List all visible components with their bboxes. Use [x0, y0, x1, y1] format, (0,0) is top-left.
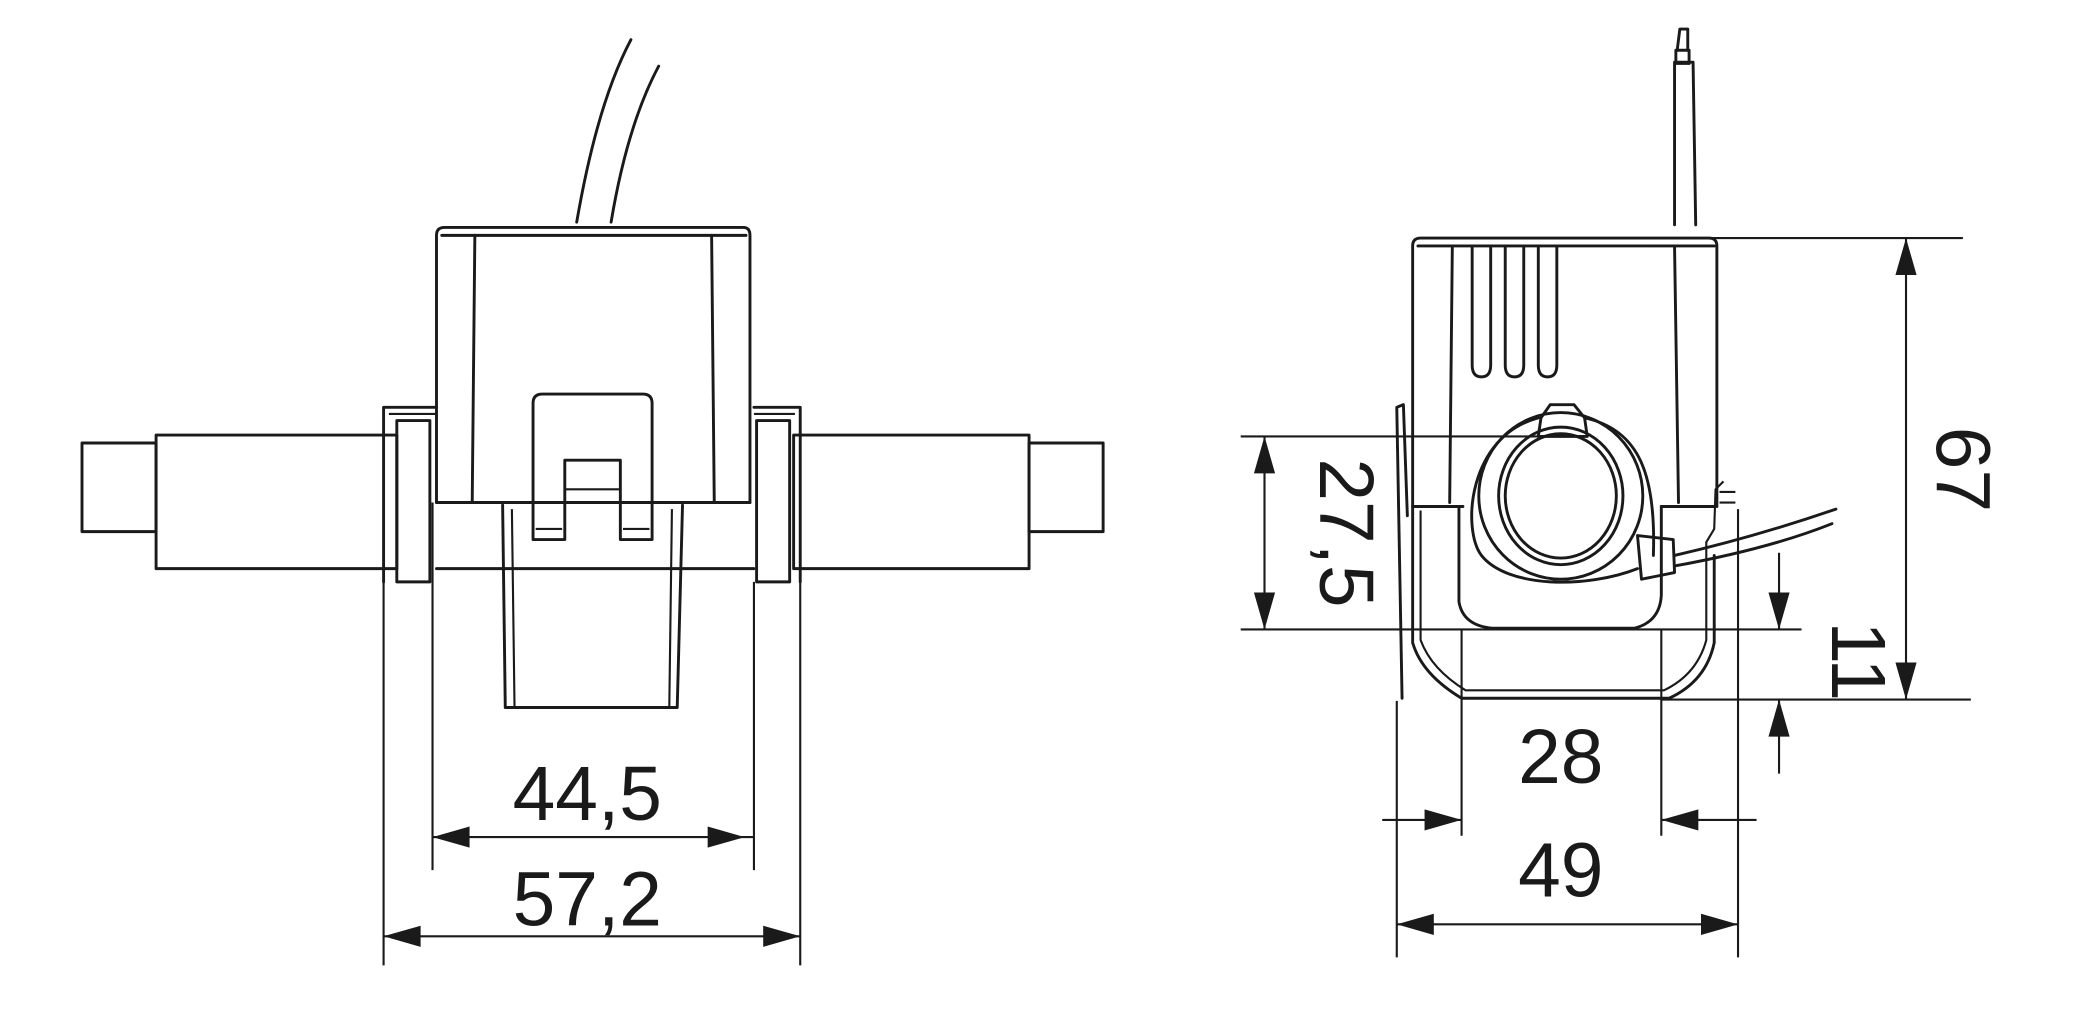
- cable: [575, 38, 661, 224]
- dimension-label-28: 28: [1518, 715, 1603, 800]
- aperture: [1411, 403, 1716, 630]
- dimension-label-44-5: 44,5: [513, 752, 662, 837]
- dimension-27-5: 27,5: [1240, 435, 1802, 631]
- sensor-lead: [1636, 507, 1838, 581]
- dimension-11: 11: [1768, 552, 1900, 774]
- dimension-label-11: 11: [1815, 621, 1900, 701]
- busbar: [80, 433, 1105, 571]
- dimension-label-57-2: 57,2: [513, 858, 662, 943]
- side-base: [1411, 480, 1736, 700]
- dimension-label-49: 49: [1518, 829, 1603, 914]
- dimension-28: 28: [1382, 629, 1757, 836]
- side-housing: [1395, 236, 1719, 700]
- dimension-57-2: 57,2: [382, 581, 802, 966]
- dimension-label-67: 67: [1919, 427, 2004, 512]
- dimension-44-5: 44,5: [431, 502, 755, 871]
- dimension-label-27-5: 27,5: [1303, 458, 1388, 607]
- dimension-49: 49: [1395, 509, 1740, 958]
- side-view: 27,5 67 11 28: [1240, 27, 2004, 958]
- dimension-67: 67: [1661, 236, 2004, 701]
- front-view: 44,5 57,2: [80, 38, 1105, 966]
- top-cable: [1673, 27, 1698, 227]
- side-clamps: [382, 405, 802, 584]
- housing: [435, 226, 752, 709]
